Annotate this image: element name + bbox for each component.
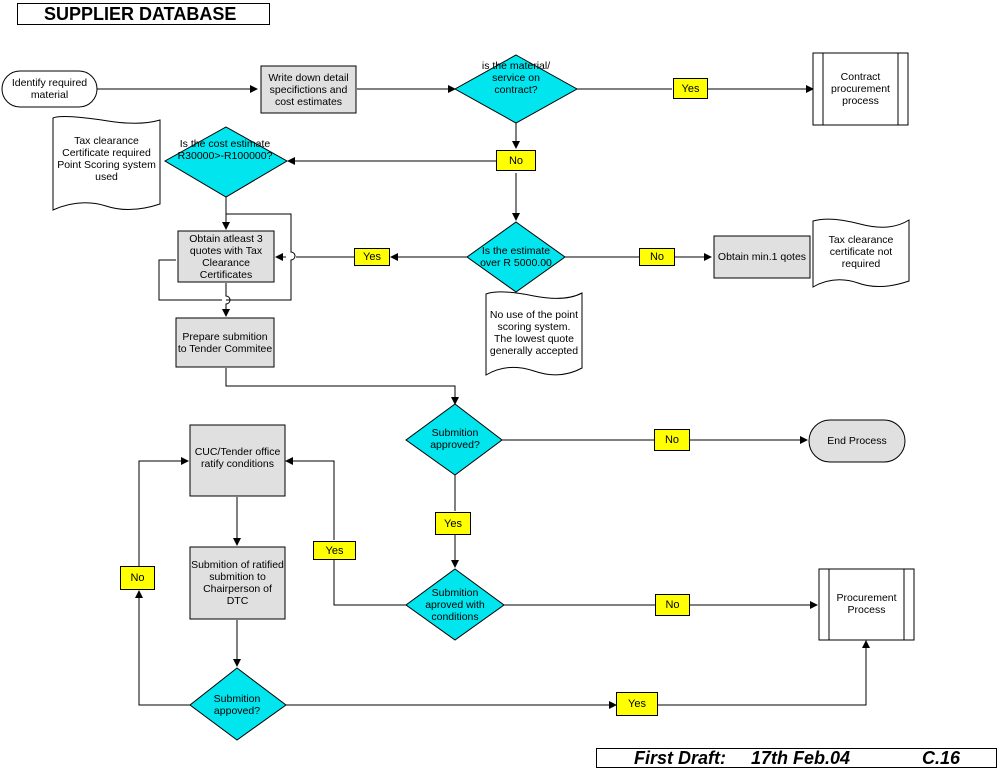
page-title: SUPPLIER DATABASE — [17, 3, 270, 25]
yes-conditions-tag: Yes — [313, 541, 356, 560]
start-terminator — [1, 70, 98, 108]
cost-estimate-decision — [163, 126, 289, 198]
tax-note-1-doc — [52, 116, 161, 211]
no-contract-tag: No — [496, 150, 536, 171]
no-estimate-tag: No — [639, 248, 675, 266]
obtain-min1-box — [713, 235, 811, 279]
yes-bottom-tag: Yes — [616, 692, 658, 716]
draft-date: 17th Feb.04 — [751, 748, 851, 768]
end-terminator — [808, 419, 906, 463]
submition-appoved2-decision — [189, 667, 287, 741]
approved-conditions-decision — [405, 568, 505, 641]
draft-footer: First Draft: 17th Feb.04 C.16 — [596, 748, 997, 768]
obtain-3-box — [177, 230, 275, 283]
no-scoring-note-doc — [485, 291, 583, 376]
no-conditions-tag: No — [655, 594, 690, 616]
submition-ratified-box — [189, 546, 286, 620]
submition-approved-decision — [405, 403, 503, 476]
prepare-box — [175, 317, 275, 368]
yes-estimate-tag: Yes — [354, 248, 390, 266]
no-approved-tag: No — [654, 429, 690, 451]
connectors — [97, 85, 870, 709]
no-left-tag: No — [120, 566, 155, 590]
draft-code: C.16 — [922, 748, 961, 768]
on-contract-decision — [453, 54, 579, 124]
yes-contract-tag: Yes — [673, 78, 708, 99]
yes-approved-tag: Yes — [435, 512, 471, 535]
write-down-box — [260, 65, 357, 114]
procurement-process-box — [818, 568, 915, 641]
cuc-ratify-box — [189, 424, 286, 497]
estimate-over-decision — [466, 221, 566, 293]
draft-label: First Draft: — [634, 748, 727, 768]
contract-process-box — [812, 52, 909, 126]
tax-note-2-doc — [812, 218, 910, 288]
